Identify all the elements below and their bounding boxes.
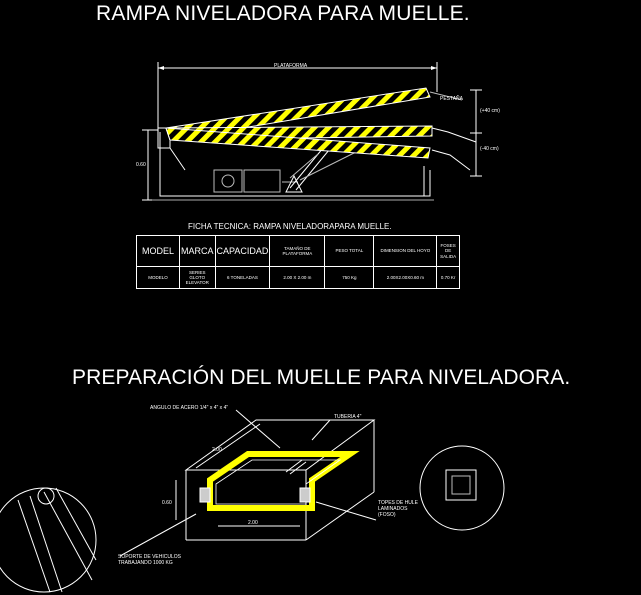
dim-side-label: 0.60	[162, 500, 172, 506]
header-peso: PESO TOTAL	[324, 235, 375, 267]
spec-table-title: FICHA TECNICA: RAMPA NIVELADORAPARA MUEL…	[188, 222, 392, 231]
soporte-label: SOPORTE DE VEHICULOS TRABAJANDO 1000 KG	[118, 554, 181, 566]
ramp-decks	[165, 87, 433, 159]
cell-tamano: 2.00 X 2.00 m	[269, 266, 326, 289]
cell-marca: SERIES GLOTO ELEVATOR	[179, 266, 216, 289]
down-travel-label: (-40 cm)	[480, 146, 499, 152]
cell-capacidad: 6 TONELADAS	[214, 266, 271, 289]
plataforma-label: PLATAFORMA	[274, 63, 308, 69]
spec-table: MODEL MARCA CAPACIDAD TAMAÑO DE PLATAFOR…	[136, 235, 460, 289]
height-label: 0.60	[136, 162, 146, 168]
spec-header-row: MODEL MARCA CAPACIDAD TAMAÑO DE PLATAFOR…	[136, 235, 460, 267]
header-capacidad: CAPACIDAD	[214, 235, 271, 267]
cell-model: MODELO	[136, 266, 180, 289]
up-travel-label: (+40 cm)	[480, 108, 500, 114]
spec-data-row: MODELO SERIES GLOTO ELEVATOR 6 TONELADAS…	[136, 266, 460, 289]
header-marca: MARCA	[179, 235, 216, 267]
cell-fosas: 0.70 Kr	[436, 266, 460, 289]
header-model: MODEL	[136, 235, 180, 267]
header-dimension: DIMENSION DEL HOYO	[373, 235, 438, 267]
header-fosas: FOSES DE SALIDA	[436, 235, 460, 267]
ramp-title: RAMPA NIVELADORA PARA MUELLE.	[96, 2, 470, 25]
pestana-label: PESTAÑA	[440, 96, 463, 102]
cell-dimension: 2.00X2.00X0.60 m	[373, 266, 438, 289]
dim-top-label: 2.00	[212, 447, 222, 453]
dock-pit-drawing	[0, 409, 505, 593]
header-tamano: TAMAÑO DE PLATAFORMA	[269, 235, 326, 267]
topes-label: TOPES DE HULE LAMINADOS (FOSO)	[378, 500, 418, 518]
angulo-label: ANGULO DE ACERO 1/4" x 4" x 4"	[150, 405, 229, 411]
cell-peso: 750 Kg	[324, 266, 375, 289]
dim-bottom-label: 2.00	[248, 520, 258, 526]
dock-prep-title: PREPARACIÓN DEL MUELLE PARA NIVELADORA.	[72, 366, 571, 389]
tuberia-label: TUBERIA 4"	[334, 414, 362, 420]
